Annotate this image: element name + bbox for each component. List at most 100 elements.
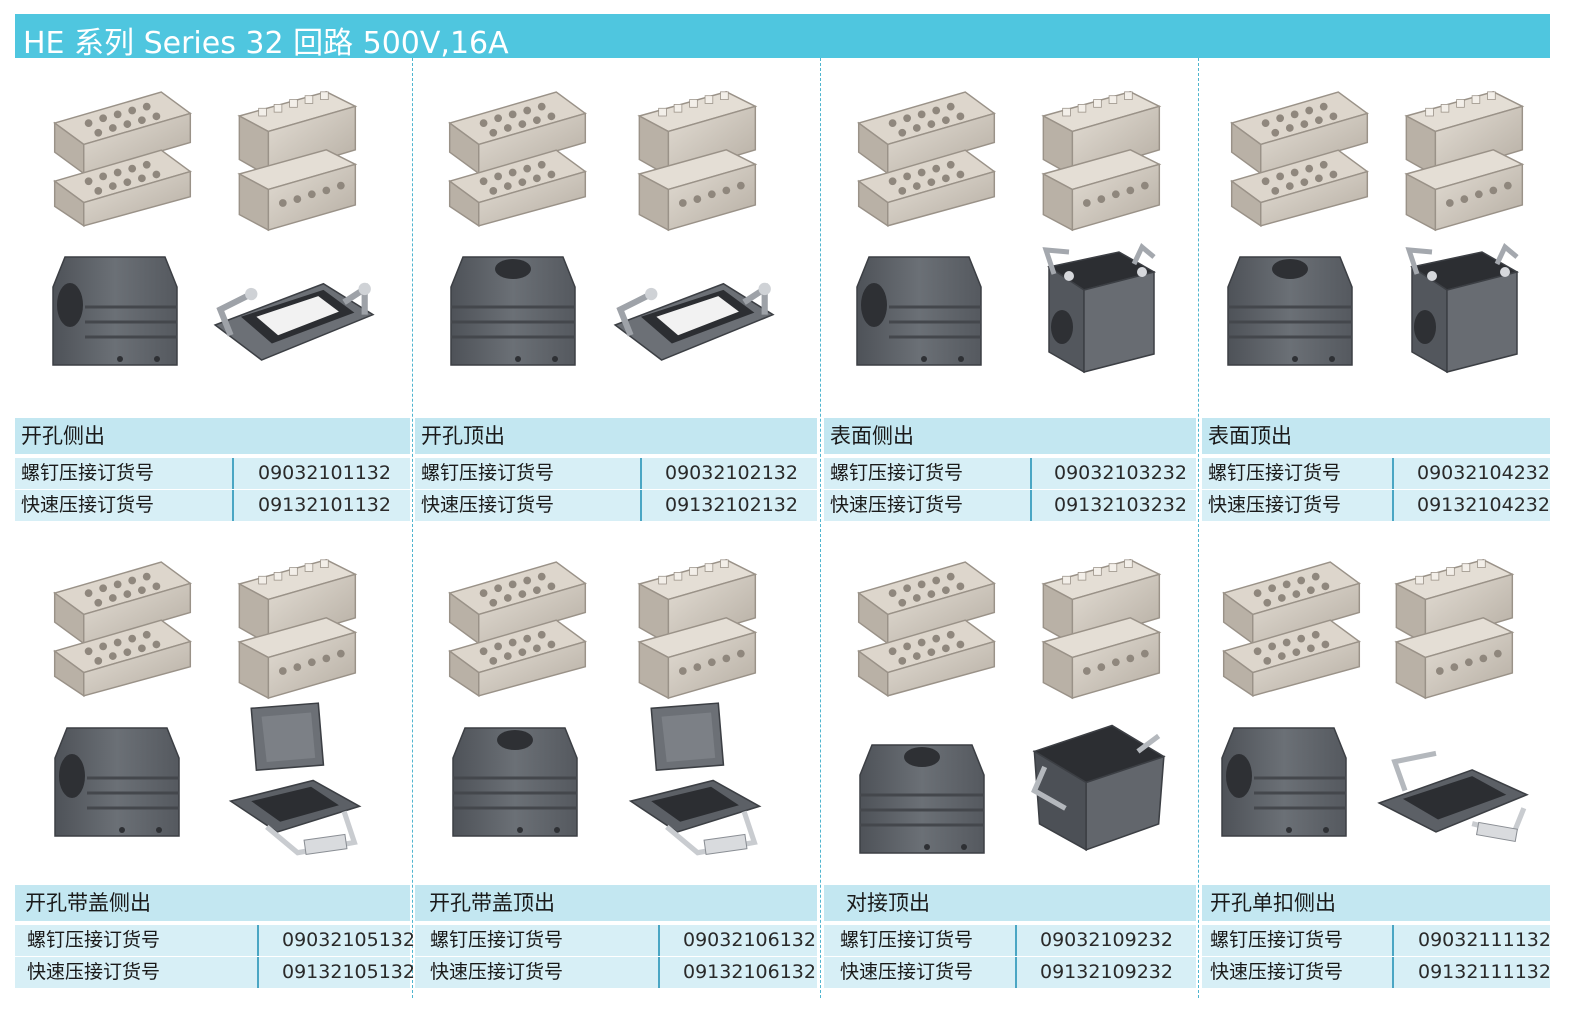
quick-order-row: 快速压接订货号 09132105132 xyxy=(15,957,415,988)
quick-order-number: 09132105132 xyxy=(282,961,415,983)
screw-order-label: 螺钉压接订货号 xyxy=(830,462,964,484)
side-entry-hood-image xyxy=(47,718,187,848)
male-insert-image xyxy=(440,552,595,702)
male-insert-image xyxy=(849,552,1004,702)
female-insert-image xyxy=(620,82,765,237)
female-insert-image xyxy=(220,550,365,705)
side-entry-hood-image xyxy=(1214,718,1354,848)
quick-order-row: 快速压接订货号 09132109232 xyxy=(824,957,1196,988)
category-label: 开孔顶出 xyxy=(415,418,817,454)
top-entry-hood-image xyxy=(1220,247,1360,377)
female-insert-image xyxy=(1024,82,1169,237)
page-title: HE 系列 Series 32 回路 500V,16A xyxy=(23,26,509,61)
spec-table: 表面侧出 螺钉压接订货号 09032103232 快速压接订货号 0913210… xyxy=(824,418,1196,522)
cell-separator xyxy=(640,490,642,521)
quick-order-row: 快速压接订货号 09132101132 xyxy=(15,490,410,521)
female-insert-image xyxy=(620,550,765,705)
covered-frame-image xyxy=(620,698,765,863)
top-entry-hood-image xyxy=(443,247,583,377)
spec-table: 开孔带盖顶出 螺钉压接订货号 09032106132 快速压接订货号 09132… xyxy=(415,885,817,989)
product-tile: 开孔侧出 螺钉压接订货号 09032101132 快速压接订货号 0913210… xyxy=(15,62,410,522)
surface-housing-image xyxy=(1387,242,1527,382)
bulkhead-frame-image xyxy=(610,252,775,367)
coupler-housing-image xyxy=(1024,710,1169,855)
male-insert-image xyxy=(45,82,200,232)
quick-order-number: 09132101132 xyxy=(258,494,391,516)
quick-order-label: 快速压接订货号 xyxy=(830,494,964,516)
quick-order-row: 快速压接订货号 09132106132 xyxy=(415,957,817,988)
cell-separator xyxy=(1392,925,1394,956)
cell-separator xyxy=(658,957,660,988)
female-insert-image xyxy=(1377,550,1522,705)
screw-order-number: 09032104232 xyxy=(1417,462,1550,484)
screw-order-number: 09032103232 xyxy=(1054,462,1187,484)
covered-frame-image xyxy=(220,698,365,863)
column-divider xyxy=(1198,58,1199,998)
side-entry-hood-image xyxy=(45,247,185,377)
column-divider xyxy=(820,58,821,998)
category-label: 表面顶出 xyxy=(1202,418,1550,454)
cell-separator xyxy=(1392,458,1394,489)
quick-order-label: 快速压接订货号 xyxy=(1210,961,1344,983)
male-insert-image xyxy=(849,82,1004,232)
male-insert-image xyxy=(1222,82,1377,232)
cell-separator xyxy=(257,925,259,956)
quick-order-number: 09132111132 xyxy=(1418,961,1551,983)
spec-table: 开孔顶出 螺钉压接订货号 09032102132 快速压接订货号 0913210… xyxy=(415,418,817,522)
male-insert-image xyxy=(45,552,200,702)
cell-separator xyxy=(232,458,234,489)
quick-order-number: 09132102132 xyxy=(665,494,798,516)
cell-separator xyxy=(1015,957,1017,988)
screw-order-label: 螺钉压接订货号 xyxy=(421,462,555,484)
quick-order-label: 快速压接订货号 xyxy=(421,494,555,516)
screw-order-row: 螺钉压接订货号 09032104232 xyxy=(1202,458,1550,489)
category-label: 开孔侧出 xyxy=(15,418,410,454)
category-label: 开孔带盖侧出 xyxy=(15,885,410,921)
quick-order-number: 09132109232 xyxy=(1040,961,1173,983)
quick-order-label: 快速压接订货号 xyxy=(840,961,974,983)
column-divider xyxy=(412,58,413,998)
cell-separator xyxy=(658,925,660,956)
spec-table: 表面顶出 螺钉压接订货号 09032104232 快速压接订货号 0913210… xyxy=(1202,418,1550,522)
screw-order-number: 09032101132 xyxy=(258,462,391,484)
screw-order-row: 螺钉压接订货号 09032101132 xyxy=(15,458,410,489)
quick-order-row: 快速压接订货号 09132102132 xyxy=(415,490,817,521)
single-lever-frame-image xyxy=(1374,730,1529,845)
product-tile: 表面顶出 螺钉压接订货号 09032104232 快速压接订货号 0913210… xyxy=(1202,62,1550,522)
female-insert-image xyxy=(1024,550,1169,705)
product-tile: 开孔带盖顶出 螺钉压接订货号 09032106132 快速压接订货号 09132… xyxy=(415,530,817,990)
quick-order-number: 09132104232 xyxy=(1417,494,1550,516)
cell-separator xyxy=(1030,490,1032,521)
screw-order-label: 螺钉压接订货号 xyxy=(430,929,564,951)
category-label: 开孔带盖顶出 xyxy=(415,885,817,921)
page-header: HE 系列 Series 32 回路 500V,16A xyxy=(15,14,1550,61)
screw-order-row: 螺钉压接订货号 09032105132 xyxy=(15,925,415,956)
male-insert-image xyxy=(1214,552,1369,702)
cell-separator xyxy=(257,957,259,988)
quick-order-label: 快速压接订货号 xyxy=(27,961,161,983)
screw-order-label: 螺钉压接订货号 xyxy=(840,929,974,951)
spec-table: 开孔单扣侧出 螺钉压接订货号 09032111132 快速压接订货号 09132… xyxy=(1202,885,1551,989)
female-insert-image xyxy=(1387,82,1532,237)
quick-order-number: 09132103232 xyxy=(1054,494,1187,516)
spec-table: 开孔侧出 螺钉压接订货号 09032101132 快速压接订货号 0913210… xyxy=(15,418,410,522)
product-tile: 开孔顶出 螺钉压接订货号 09032102132 快速压接订货号 0913210… xyxy=(415,62,817,522)
cell-separator xyxy=(1030,458,1032,489)
screw-order-number: 09032105132 xyxy=(282,929,415,951)
screw-order-row: 螺钉压接订货号 09032111132 xyxy=(1202,925,1551,956)
screw-order-row: 螺钉压接订货号 09032109232 xyxy=(824,925,1196,956)
screw-order-label: 螺钉压接订货号 xyxy=(1208,462,1342,484)
quick-order-number: 09132106132 xyxy=(683,961,816,983)
category-label: 开孔单扣侧出 xyxy=(1202,885,1550,921)
surface-housing-image xyxy=(1024,242,1164,382)
cell-separator xyxy=(1392,490,1394,521)
screw-order-label: 螺钉压接订货号 xyxy=(27,929,161,951)
category-label: 表面侧出 xyxy=(824,418,1196,454)
top-entry-hood-image xyxy=(852,735,992,865)
cell-separator xyxy=(640,458,642,489)
product-tile: 表面侧出 螺钉压接订货号 09032103232 快速压接订货号 0913210… xyxy=(824,62,1196,522)
category-label: 对接顶出 xyxy=(824,885,1196,921)
screw-order-row: 螺钉压接订货号 09032102132 xyxy=(415,458,817,489)
screw-order-label: 螺钉压接订货号 xyxy=(21,462,155,484)
side-entry-hood-image xyxy=(849,247,989,377)
